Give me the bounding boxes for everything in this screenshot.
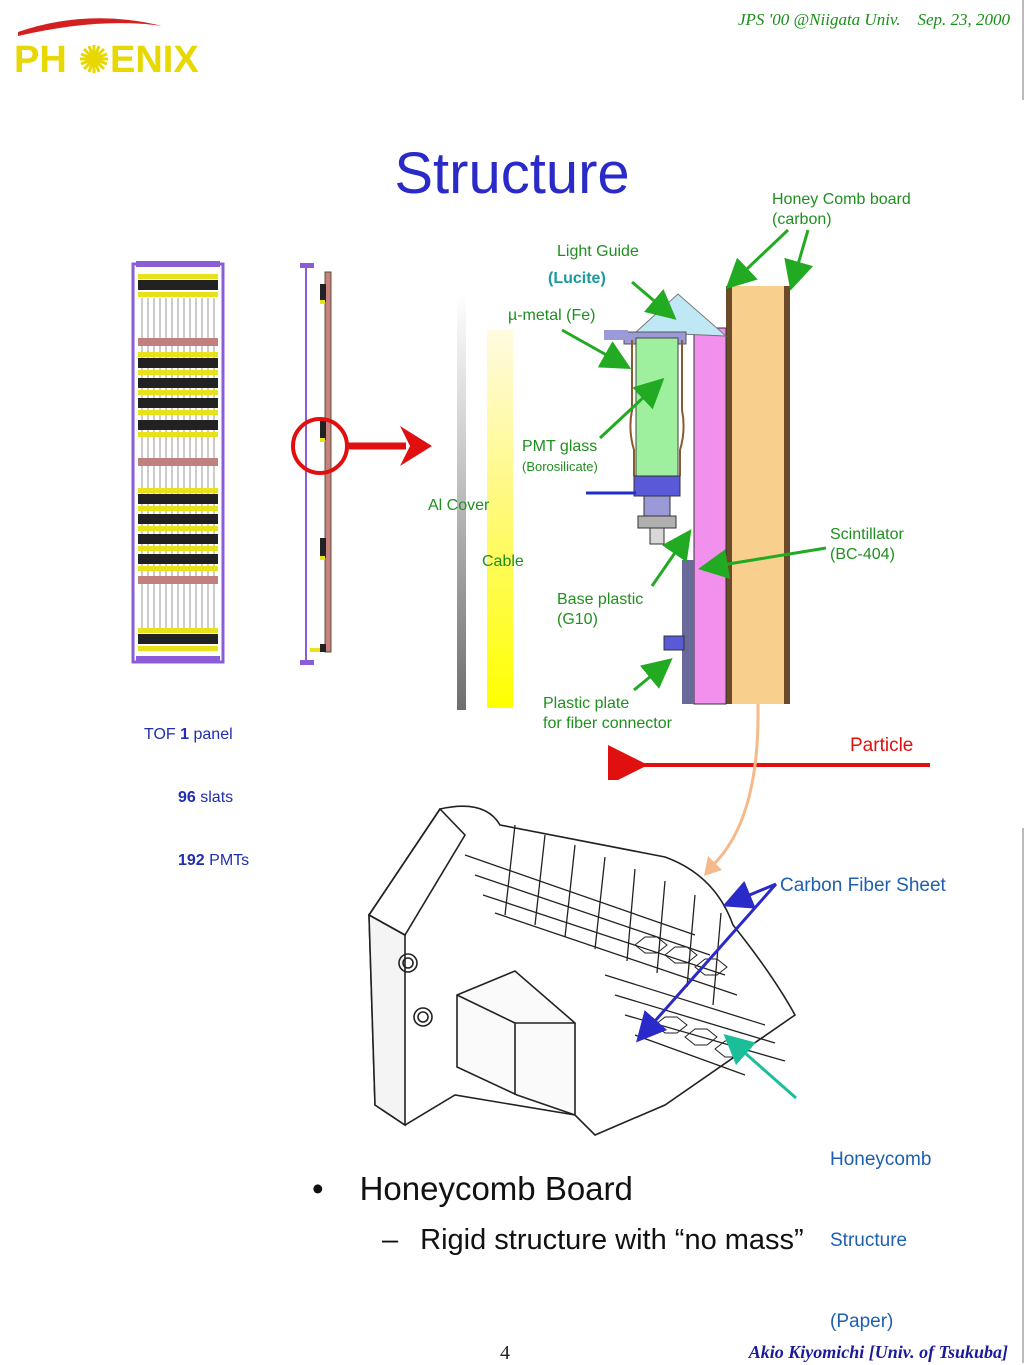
slide-title: Structure [394, 141, 630, 206]
label-lucite: (Lucite) [548, 270, 606, 287]
label-honey-comb-board: Honey Comb board(carbon) [772, 191, 911, 228]
detector-cross-section [580, 280, 880, 710]
footer-author: Akio Kiyomichi [Univ. of Tsukuba] [748, 1342, 1008, 1362]
zoom-link-curve [690, 700, 770, 880]
sub-bullet-rigid-structure: –Rigid structure with “no mass” [382, 1224, 804, 1256]
panel-caption: TOF 1 panel 96 slats 192 PMTs [144, 726, 250, 869]
tof-panel-side-view [296, 260, 341, 670]
header-conference: JPS '00 @Niigata Univ. Sep. 23, 2000 [737, 10, 1010, 29]
label-mu-metal: µ-metal (Fe) [508, 307, 596, 324]
label-particle: Particle [850, 735, 914, 756]
svg-text:ENIX: ENIX [110, 39, 199, 81]
honeycomb-board-drawing [365, 795, 805, 1140]
honeycomb-callout-arrows [620, 870, 800, 1100]
label-pmt-glass: PMT glass [522, 438, 598, 455]
label-base-plastic: Base plastic(G10) [557, 591, 644, 628]
bullet-honeycomb-board: •Honeycomb Board [312, 1170, 633, 1207]
label-light-guide: Light Guide [557, 243, 639, 260]
slide-edge-top [1022, 0, 1024, 100]
tof-panel-front-view [128, 258, 228, 670]
zoom-indicator-arrow [288, 412, 438, 482]
label-al-cover: Al Cover [428, 497, 490, 514]
al-cover-bar [457, 295, 466, 710]
cable-bar [487, 330, 513, 708]
svg-text:PH: PH [14, 39, 67, 81]
label-borosilicate: (Borosilicate) [522, 459, 598, 474]
label-carbon-fiber-sheet: Carbon Fiber Sheet [780, 875, 946, 896]
label-scintillator: Scintillator(BC-404) [830, 526, 904, 563]
phenix-logo: PH ENIX [10, 14, 210, 84]
page-number: 4 [500, 1342, 510, 1364]
label-honeycomb-structure: Honeycomb Structure (Paper) [830, 1149, 932, 1332]
slide-edge-bottom [1022, 828, 1024, 1363]
label-cable: Cable [482, 553, 524, 570]
